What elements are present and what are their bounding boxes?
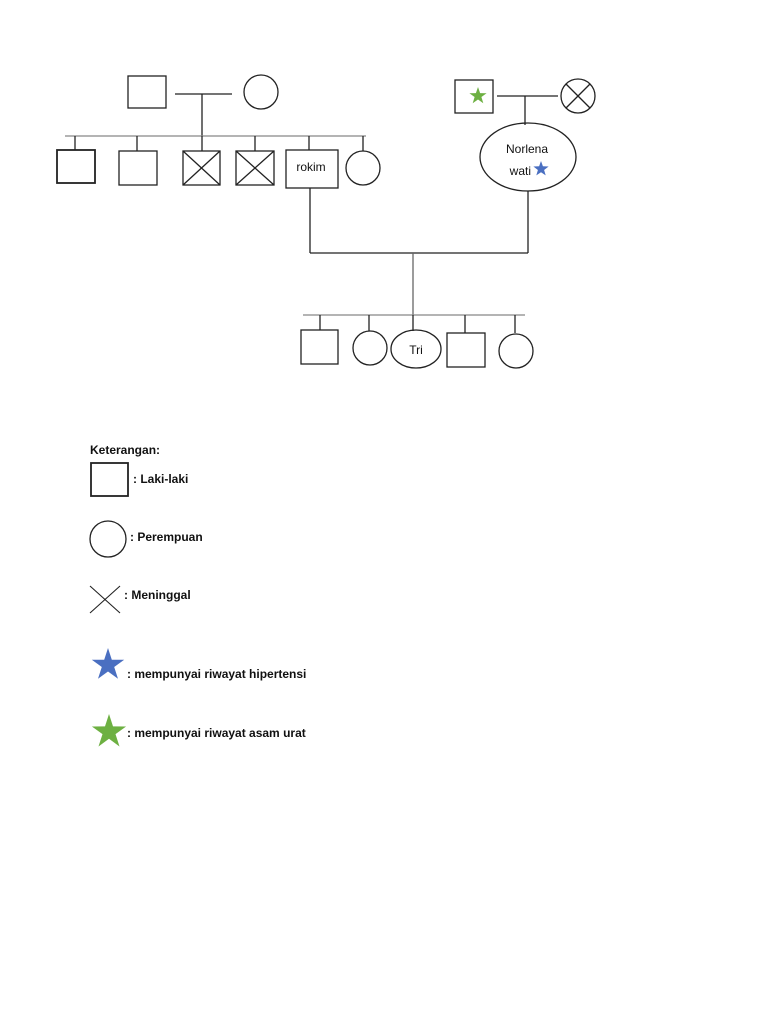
grandmother-maternal-deceased-circle <box>560 78 596 114</box>
legend-cross-icon-b <box>89 585 121 614</box>
legend-item-laki-laki: : Laki-laki <box>133 472 189 486</box>
legend-circle-icon <box>89 520 127 558</box>
rokim-label: rokim <box>296 160 325 174</box>
grandmother-paternal-circle <box>243 74 279 110</box>
norlenawati-label-line2: wati <box>509 164 531 178</box>
norlenawati-label-line1: Norlena <box>506 142 548 156</box>
uncle-2-square <box>118 150 158 186</box>
legend-item-asam-urat: : mempunyai riwayat asam urat <box>127 726 306 740</box>
legend-green-star-icon <box>91 714 127 747</box>
legend-square-icon <box>90 462 129 497</box>
child-5-circle <box>498 333 534 369</box>
uncle-4-deceased-square <box>235 150 275 186</box>
deceased-cross-b2 <box>235 150 275 186</box>
norlenawati-ellipse <box>479 122 577 192</box>
legend-item-hipertensi: : mempunyai riwayat hipertensi <box>127 667 307 681</box>
child-1-square <box>300 329 339 365</box>
grandfather-paternal-square <box>127 75 167 109</box>
child-2-circle <box>352 330 388 366</box>
tri-ellipse <box>390 329 442 369</box>
green-star-icon <box>469 87 487 104</box>
legend-title: Keterangan: <box>90 443 161 457</box>
child-4-square <box>446 332 486 368</box>
deceased-cross-c2 <box>565 83 591 109</box>
deceased-cross-a2 <box>182 150 221 186</box>
grandfather-maternal-square <box>454 79 494 114</box>
legend-item-meninggal: : Meninggal <box>124 588 191 602</box>
legend-item-perempuan: : Perempuan <box>130 530 203 544</box>
aunt-circle <box>345 150 381 186</box>
blue-star-icon <box>533 161 549 176</box>
rokim-square <box>285 149 339 189</box>
uncle-1-square <box>56 149 96 184</box>
uncle-3-deceased-square <box>182 150 221 186</box>
tri-label: Tri <box>409 343 423 357</box>
legend-blue-star-icon <box>91 648 125 679</box>
